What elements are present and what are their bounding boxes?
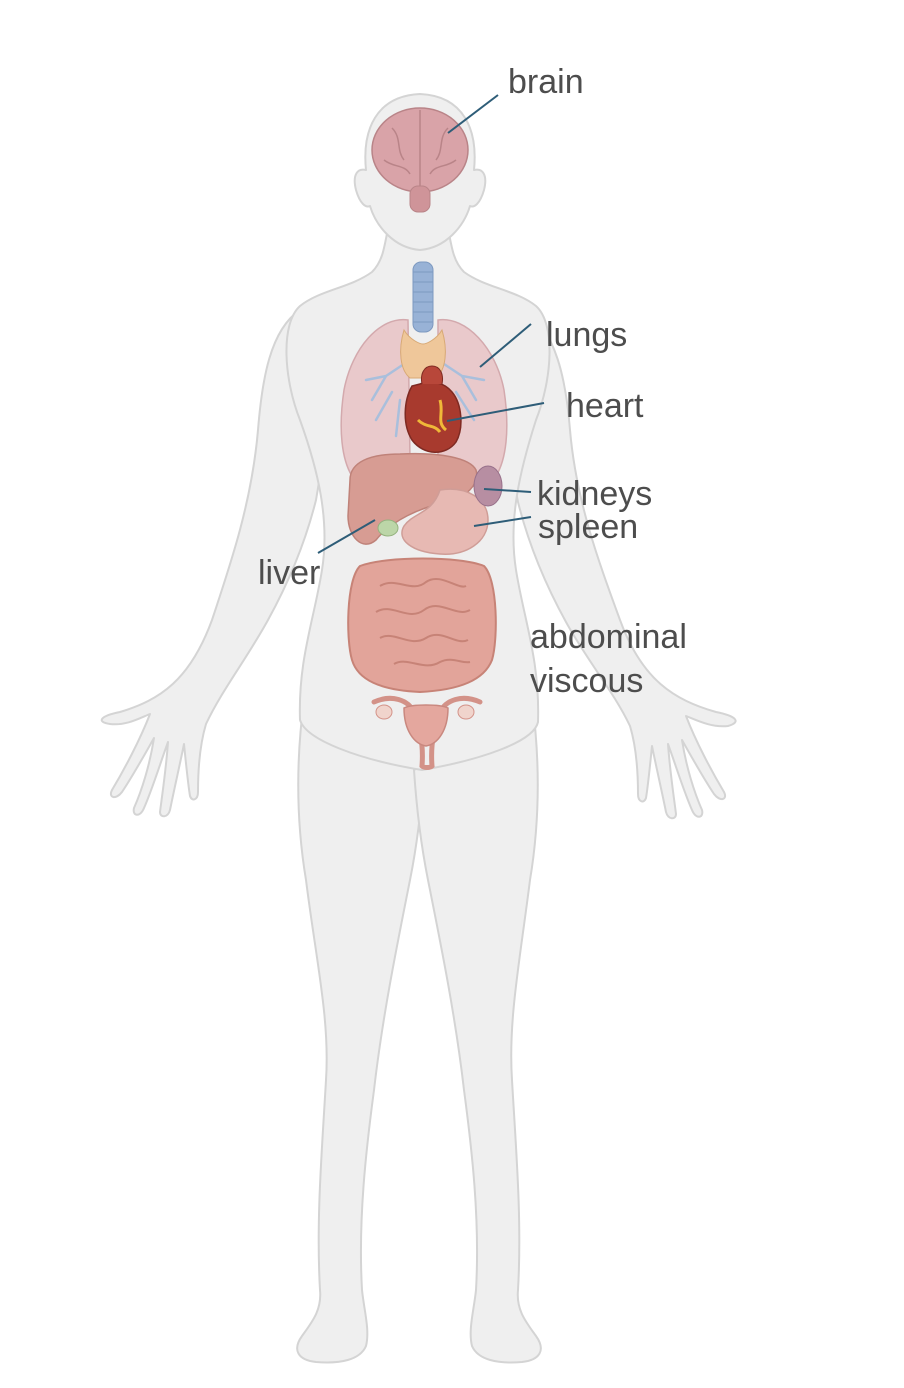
leader-lines	[317, 94, 545, 554]
label-liver: liver	[258, 554, 321, 592]
leader-line-heart	[446, 402, 545, 422]
label-lungs: lungs	[546, 316, 628, 354]
leader-line-lungs	[479, 323, 532, 368]
heart	[404, 365, 462, 453]
label-spleen: spleen	[538, 508, 639, 546]
left-leg	[296, 699, 425, 1364]
leader-line-brain	[447, 94, 499, 134]
brain	[371, 107, 469, 213]
gallbladder	[377, 519, 399, 537]
leader-line-kidneys	[483, 488, 532, 493]
label-kidneys: kidneys	[537, 475, 653, 513]
kidney	[473, 465, 503, 507]
label-brain: brain	[508, 63, 584, 101]
uterus	[371, 695, 483, 770]
left-arm	[100, 309, 327, 818]
right-leg	[413, 699, 542, 1364]
intestines	[347, 557, 497, 694]
label-abdominal-viscous: abdominal viscous	[530, 615, 687, 703]
right-arm	[505, 309, 737, 820]
label-abdominal-line2: viscous	[530, 662, 644, 700]
label-heart: heart	[566, 387, 644, 425]
leader-line-liver	[317, 519, 376, 554]
label-abdominal-line1: abdominal	[530, 618, 687, 656]
trachea	[412, 261, 434, 333]
leader-line-spleen	[473, 516, 532, 527]
liver	[347, 452, 478, 545]
